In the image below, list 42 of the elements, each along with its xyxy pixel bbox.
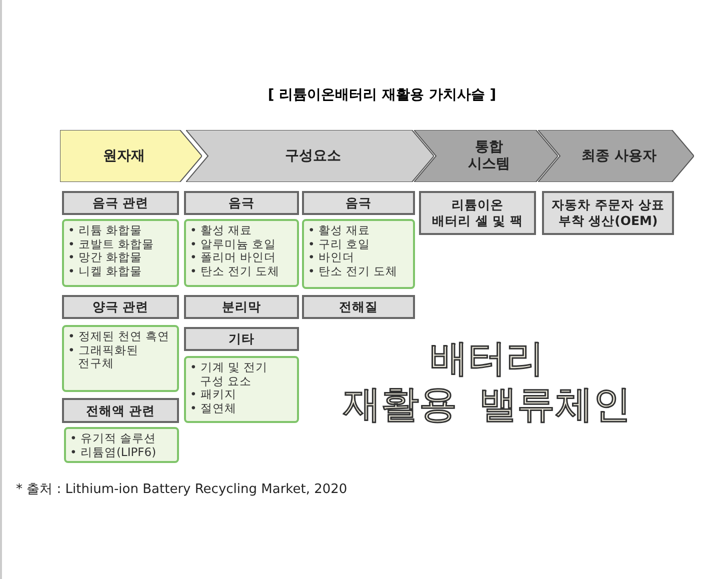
bullet-item: • 기계 및 전기 구성 요소 [190, 361, 269, 388]
bullet-item: • 탄소 전기 도체 [190, 264, 281, 278]
stage-banner: 통합 시스템 [414, 130, 558, 182]
bullet-item: • 망간 화합물 [68, 251, 144, 264]
bullet-item: • 그래픽화된 전구체 [68, 344, 140, 370]
bullet-item: • 활성 재료 [190, 224, 254, 238]
bullet-item: • 니켈 화합물 [68, 264, 144, 278]
bullet-item: • 폴리머 바인더 [190, 251, 278, 264]
bullet-item: • 리튬 화합물 [68, 224, 144, 238]
bullet-item: • 활성 재료 [308, 224, 372, 238]
header-box: 리튬이온 배터리 셀 및 팩 [419, 191, 536, 235]
header-box: 양극 관련 [62, 295, 179, 319]
list-box [302, 219, 415, 289]
stage-banner: 최종 사용자 [538, 130, 694, 182]
overlay-text: 배터리 재활용 밸류체인 [342, 335, 632, 427]
bullet-item: • 리튬염(LIPF6) [70, 446, 158, 459]
header-box: 음극 [302, 191, 415, 215]
list-box [64, 427, 179, 463]
header-box: 음극 [184, 191, 299, 215]
header-box: 기타 [184, 327, 299, 351]
list-box [184, 356, 299, 423]
source-note: * 출처 : Lithium-ion Battery Recycling Market, 2020 [16, 481, 348, 498]
bullet-item: • 패키지 [190, 388, 238, 402]
bullet-item: • 알루미늄 호일 [190, 238, 278, 251]
header-box: 전해액 관련 [62, 398, 179, 423]
bullet-item: • 탄소 전기 도체 [308, 264, 399, 278]
list-box [184, 219, 299, 287]
header-box: 분리막 [184, 295, 299, 319]
stage-banner: 구성요소 [186, 130, 434, 182]
header-box: 자동차 주문자 상표 부착 생산(OEM) [542, 191, 674, 235]
header-box: 전해질 [302, 295, 415, 319]
stage-banner: 원자재 [60, 130, 202, 182]
bullet-item: • 정제된 천연 흑연 [68, 330, 171, 344]
bullet-item: • 유기적 솔루션 [70, 432, 158, 446]
bullet-item: • 바인더 [308, 251, 356, 264]
header-box: 음극 관련 [62, 191, 179, 215]
list-box [62, 219, 179, 287]
bullet-item: • 구리 호일 [308, 238, 372, 251]
title: [ 리튬이온배터리 재활용 가치사슬 ] [266, 86, 498, 104]
bullet-item: • 코발트 화합물 [68, 238, 156, 251]
list-box [62, 325, 179, 392]
bullet-item: • 절연체 [190, 402, 238, 415]
